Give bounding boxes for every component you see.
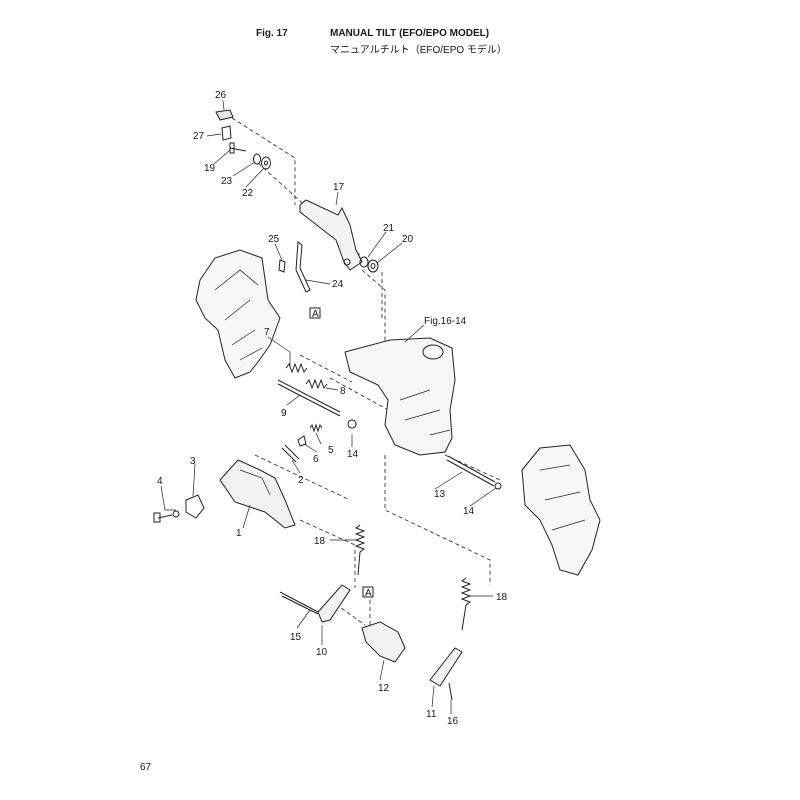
callout-27: 27 (193, 131, 205, 142)
part-15-pin (279, 591, 319, 615)
part-7-spring (285, 362, 308, 374)
left-clamp-bracket (195, 249, 281, 379)
part-22-washer (261, 156, 271, 170)
part-13-rod (446, 455, 496, 487)
callout-11: 11 (426, 709, 437, 720)
part-26-knob (215, 109, 234, 121)
part-20-washer (367, 259, 379, 273)
swivel-bracket (344, 337, 456, 456)
part-2-pin (281, 444, 300, 463)
callout-5: 5 (328, 445, 334, 456)
figure-title-japanese: マニュアルチルト（EFO/EPO モデル） (330, 45, 507, 56)
page-number: 67 (140, 762, 152, 773)
leader-lines (160, 100, 497, 714)
part-27-pin (221, 125, 232, 141)
callout-20: 20 (402, 234, 414, 245)
callout-7: 7 (264, 327, 270, 338)
callout-24: 24 (332, 279, 344, 290)
figure-number: Fig. 17 (256, 28, 288, 39)
part-1-lock-bracket (219, 459, 296, 529)
part-5-spring (309, 423, 323, 433)
callout-6: 6 (313, 454, 319, 465)
callout-13: 13 (434, 489, 446, 500)
callout-9: 9 (281, 408, 287, 419)
callout-19: 19 (204, 163, 216, 174)
callout-2: 2 (298, 475, 304, 486)
figure-title: MANUAL TILT (EFO/EPO MODEL) (330, 28, 490, 39)
part-16-pin (448, 682, 453, 701)
part-18-spring-left (354, 524, 366, 576)
part-18-spring-right (460, 577, 472, 631)
part-17-tilt-lever (299, 199, 363, 271)
callout-14-lower: 14 (463, 506, 475, 517)
part-10-lever (317, 584, 351, 623)
part-14-clip-lower (494, 482, 502, 490)
callout-4: 4 (157, 476, 163, 487)
reference-figure-label: Fig.16-14 (424, 316, 467, 327)
part-23-washer (253, 153, 261, 165)
callout-12: 12 (378, 683, 390, 694)
callout-18-right: 18 (496, 592, 508, 603)
callout-22: 22 (242, 188, 254, 199)
reference-box-label-lower: A (365, 588, 372, 599)
part-19-bolt (229, 142, 247, 154)
part-14-clip (347, 419, 357, 429)
part-3-plate (185, 494, 205, 519)
part-4-bolt (153, 512, 173, 523)
callout-1: 1 (236, 528, 242, 539)
part-25-pin (278, 259, 286, 273)
part-6-clip (297, 435, 307, 447)
reference-box-lower (362, 586, 374, 598)
callout-8: 8 (340, 386, 346, 397)
callout-18-left: 18 (314, 536, 326, 547)
reference-box-upper (309, 307, 321, 319)
callout-21: 21 (383, 223, 395, 234)
part-12-link (361, 621, 406, 663)
callout-14-upper: 14 (347, 449, 359, 460)
callout-3: 3 (190, 456, 196, 467)
callout-25: 25 (268, 234, 280, 245)
part-24-rod (295, 241, 311, 293)
callout-10: 10 (316, 647, 328, 658)
reference-box-label-upper: A (312, 309, 319, 320)
part-21-collar (359, 256, 369, 268)
callout-16: 16 (447, 716, 459, 727)
callout-26: 26 (215, 90, 227, 101)
callout-23: 23 (221, 176, 233, 187)
part-9-rod (277, 379, 341, 417)
callout-17: 17 (333, 182, 345, 193)
part-8-spring (305, 378, 328, 390)
part-11-lever (429, 647, 463, 687)
callout-15: 15 (290, 632, 302, 643)
right-clamp-bracket (521, 444, 601, 576)
